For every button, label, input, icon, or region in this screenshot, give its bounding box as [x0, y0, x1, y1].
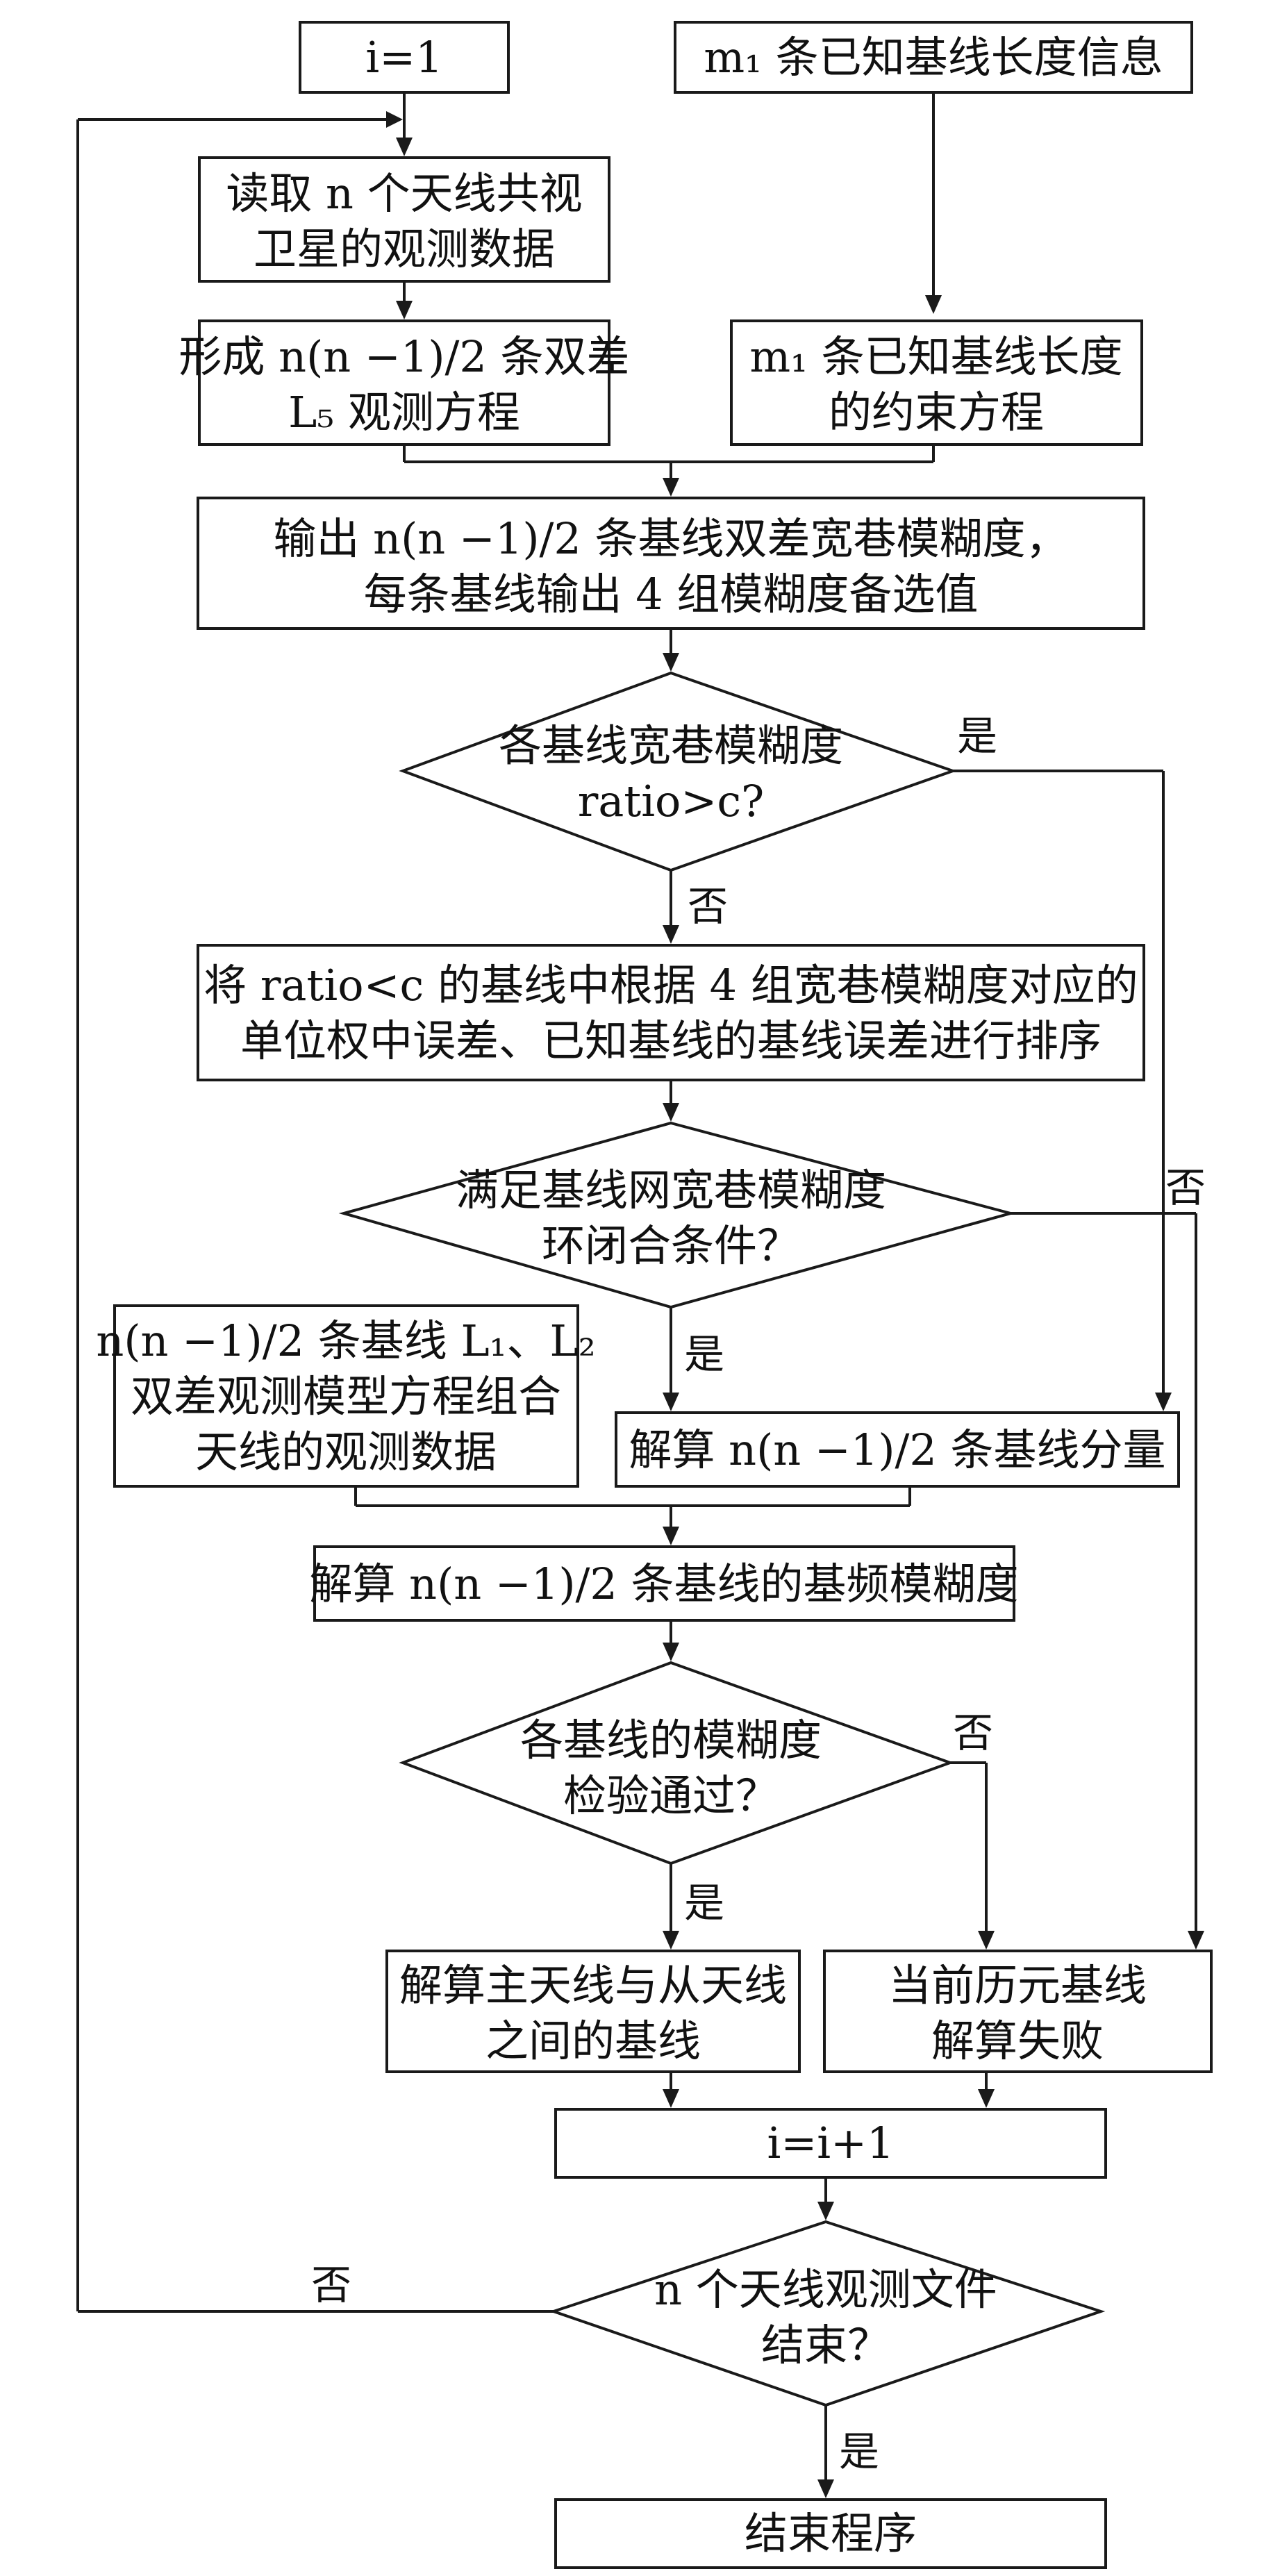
node-sort-candidates: 将 ratio<c 的基线中根据 4 组宽巷模糊度对应的 单位权中误差、已知基线… [197, 944, 1145, 1081]
node-form-equations-line-1: 形成 n(n −1)/2 条双差 [178, 331, 629, 382]
node-l1l2-model-line-3: 天线的观测数据 [195, 1427, 497, 1477]
node-constraint-equations: m₁ 条已知基线长度 的约束方程 [730, 319, 1143, 446]
node-l1l2-model-line-2: 双差观测模型方程组合 [131, 1371, 561, 1422]
decision-check: 各基线的模糊度 检验通过？ [399, 1661, 954, 1865]
node-solve-components: 解算 n(n −1)/2 条基线分量 [615, 1411, 1180, 1488]
node-l1l2-model-line-1: n(n −1)/2 条基线 L₁、L₂ [96, 1315, 595, 1366]
node-form-equations: 形成 n(n −1)/2 条双差 L₅ 观测方程 [178, 319, 630, 446]
decision-check-line-2: 检验通过？ [563, 1770, 779, 1821]
node-solve-master-baseline-line-1: 解算主天线与从天线 [399, 1960, 787, 2011]
edge-label-end-no: 否 [311, 2261, 351, 2309]
node-epoch-fail: 当前历元基线 解算失败 [823, 1950, 1213, 2073]
node-solve-base-ambiguity-line-1: 解算 n(n −1)/2 条基线的基频模糊度 [309, 1559, 1018, 1609]
node-increment: i=i+1 [554, 2108, 1107, 2179]
node-epoch-fail-line-1: 当前历元基线 [888, 1960, 1147, 2011]
node-l1l2-model: n(n −1)/2 条基线 L₁、L₂ 双差观测模型方程组合 天线的观测数据 [96, 1304, 596, 1488]
node-sort-candidates-line-2: 单位权中误差、已知基线的基线误差进行排序 [240, 1015, 1102, 1066]
node-solve-master-baseline: 解算主天线与从天线 之间的基线 [385, 1950, 801, 2073]
node-constraint-equations-line-2: 的约束方程 [829, 387, 1044, 438]
decision-check-line-1: 各基线的模糊度 [520, 1715, 822, 1765]
decision-ratio: 各基线宽巷模糊度 ratio>c? [399, 671, 958, 872]
edge-label-ratio-no: 否 [688, 883, 728, 930]
decision-end-check-line-1: n 个天线观测文件 [654, 2264, 997, 2315]
connectors [76, 92, 1204, 2498]
node-end-program: 结束程序 [554, 2498, 1107, 2569]
node-solve-components-line-1: 解算 n(n −1)/2 条基线分量 [629, 1424, 1165, 1475]
edge-label-closure-no: 否 [1165, 1164, 1206, 1211]
node-output-widelane: 输出 n(n −1)/2 条基线双差宽巷模糊度， 每条基线输出 4 组模糊度备选… [197, 497, 1145, 630]
node-read-data-line-2: 卫星的观测数据 [253, 224, 555, 274]
node-read-data: 读取 n 个天线共视 卫星的观测数据 [198, 156, 610, 283]
decision-closure-line-1: 满足基线网宽巷模糊度 [456, 1165, 886, 1215]
node-sort-candidates-line-1: 将 ratio<c 的基线中根据 4 组宽巷模糊度对应的 [203, 960, 1138, 1011]
node-output-widelane-line-2: 每条基线输出 4 组模糊度备选值 [364, 569, 979, 620]
node-read-data-line-1: 读取 n 个天线共视 [226, 168, 582, 219]
decision-ratio-line-1: 各基线宽巷模糊度 [499, 720, 843, 771]
decision-end-check: n 个天线观测文件 结束？ [549, 2220, 1106, 2407]
decision-closure: 满足基线网宽巷模糊度 环闭合条件？ [338, 1121, 1016, 1309]
decision-ratio-line-2: ratio>c? [578, 776, 765, 826]
edge-label-end-yes: 是 [839, 2428, 879, 2475]
edge-label-check-no: 否 [953, 1709, 993, 1756]
edge-labels: 是 否 否 是 否 是 否 是 [311, 713, 1206, 2475]
node-constraint-equations-line-1: m₁ 条已知基线长度 [749, 331, 1122, 382]
node-output-widelane-line-1: 输出 n(n −1)/2 条基线双差宽巷模糊度， [273, 513, 1068, 564]
node-known-baseline-info: m₁ 条已知基线长度信息 [674, 21, 1193, 94]
decision-end-check-line-2: 结束？ [761, 2320, 890, 2370]
node-known-baseline-info-line-1: m₁ 条已知基线长度信息 [704, 32, 1163, 83]
node-init: i=1 [299, 21, 510, 94]
node-init-line-1: i=1 [365, 32, 442, 83]
edge-label-ratio-yes: 是 [957, 713, 997, 760]
decision-closure-line-2: 环闭合条件？ [542, 1220, 800, 1271]
edge-label-closure-yes: 是 [684, 1331, 724, 1378]
node-form-equations-line-2: L₅ 观测方程 [288, 387, 520, 438]
node-increment-line-1: i=i+1 [767, 2118, 894, 2168]
node-solve-master-baseline-line-2: 之间的基线 [485, 2016, 701, 2066]
node-end-program-line-1: 结束程序 [745, 2508, 917, 2559]
node-solve-base-ambiguity: 解算 n(n −1)/2 条基线的基频模糊度 [309, 1545, 1019, 1622]
node-epoch-fail-line-2: 解算失败 [931, 2016, 1104, 2066]
edge-label-check-yes: 是 [684, 1879, 724, 1927]
